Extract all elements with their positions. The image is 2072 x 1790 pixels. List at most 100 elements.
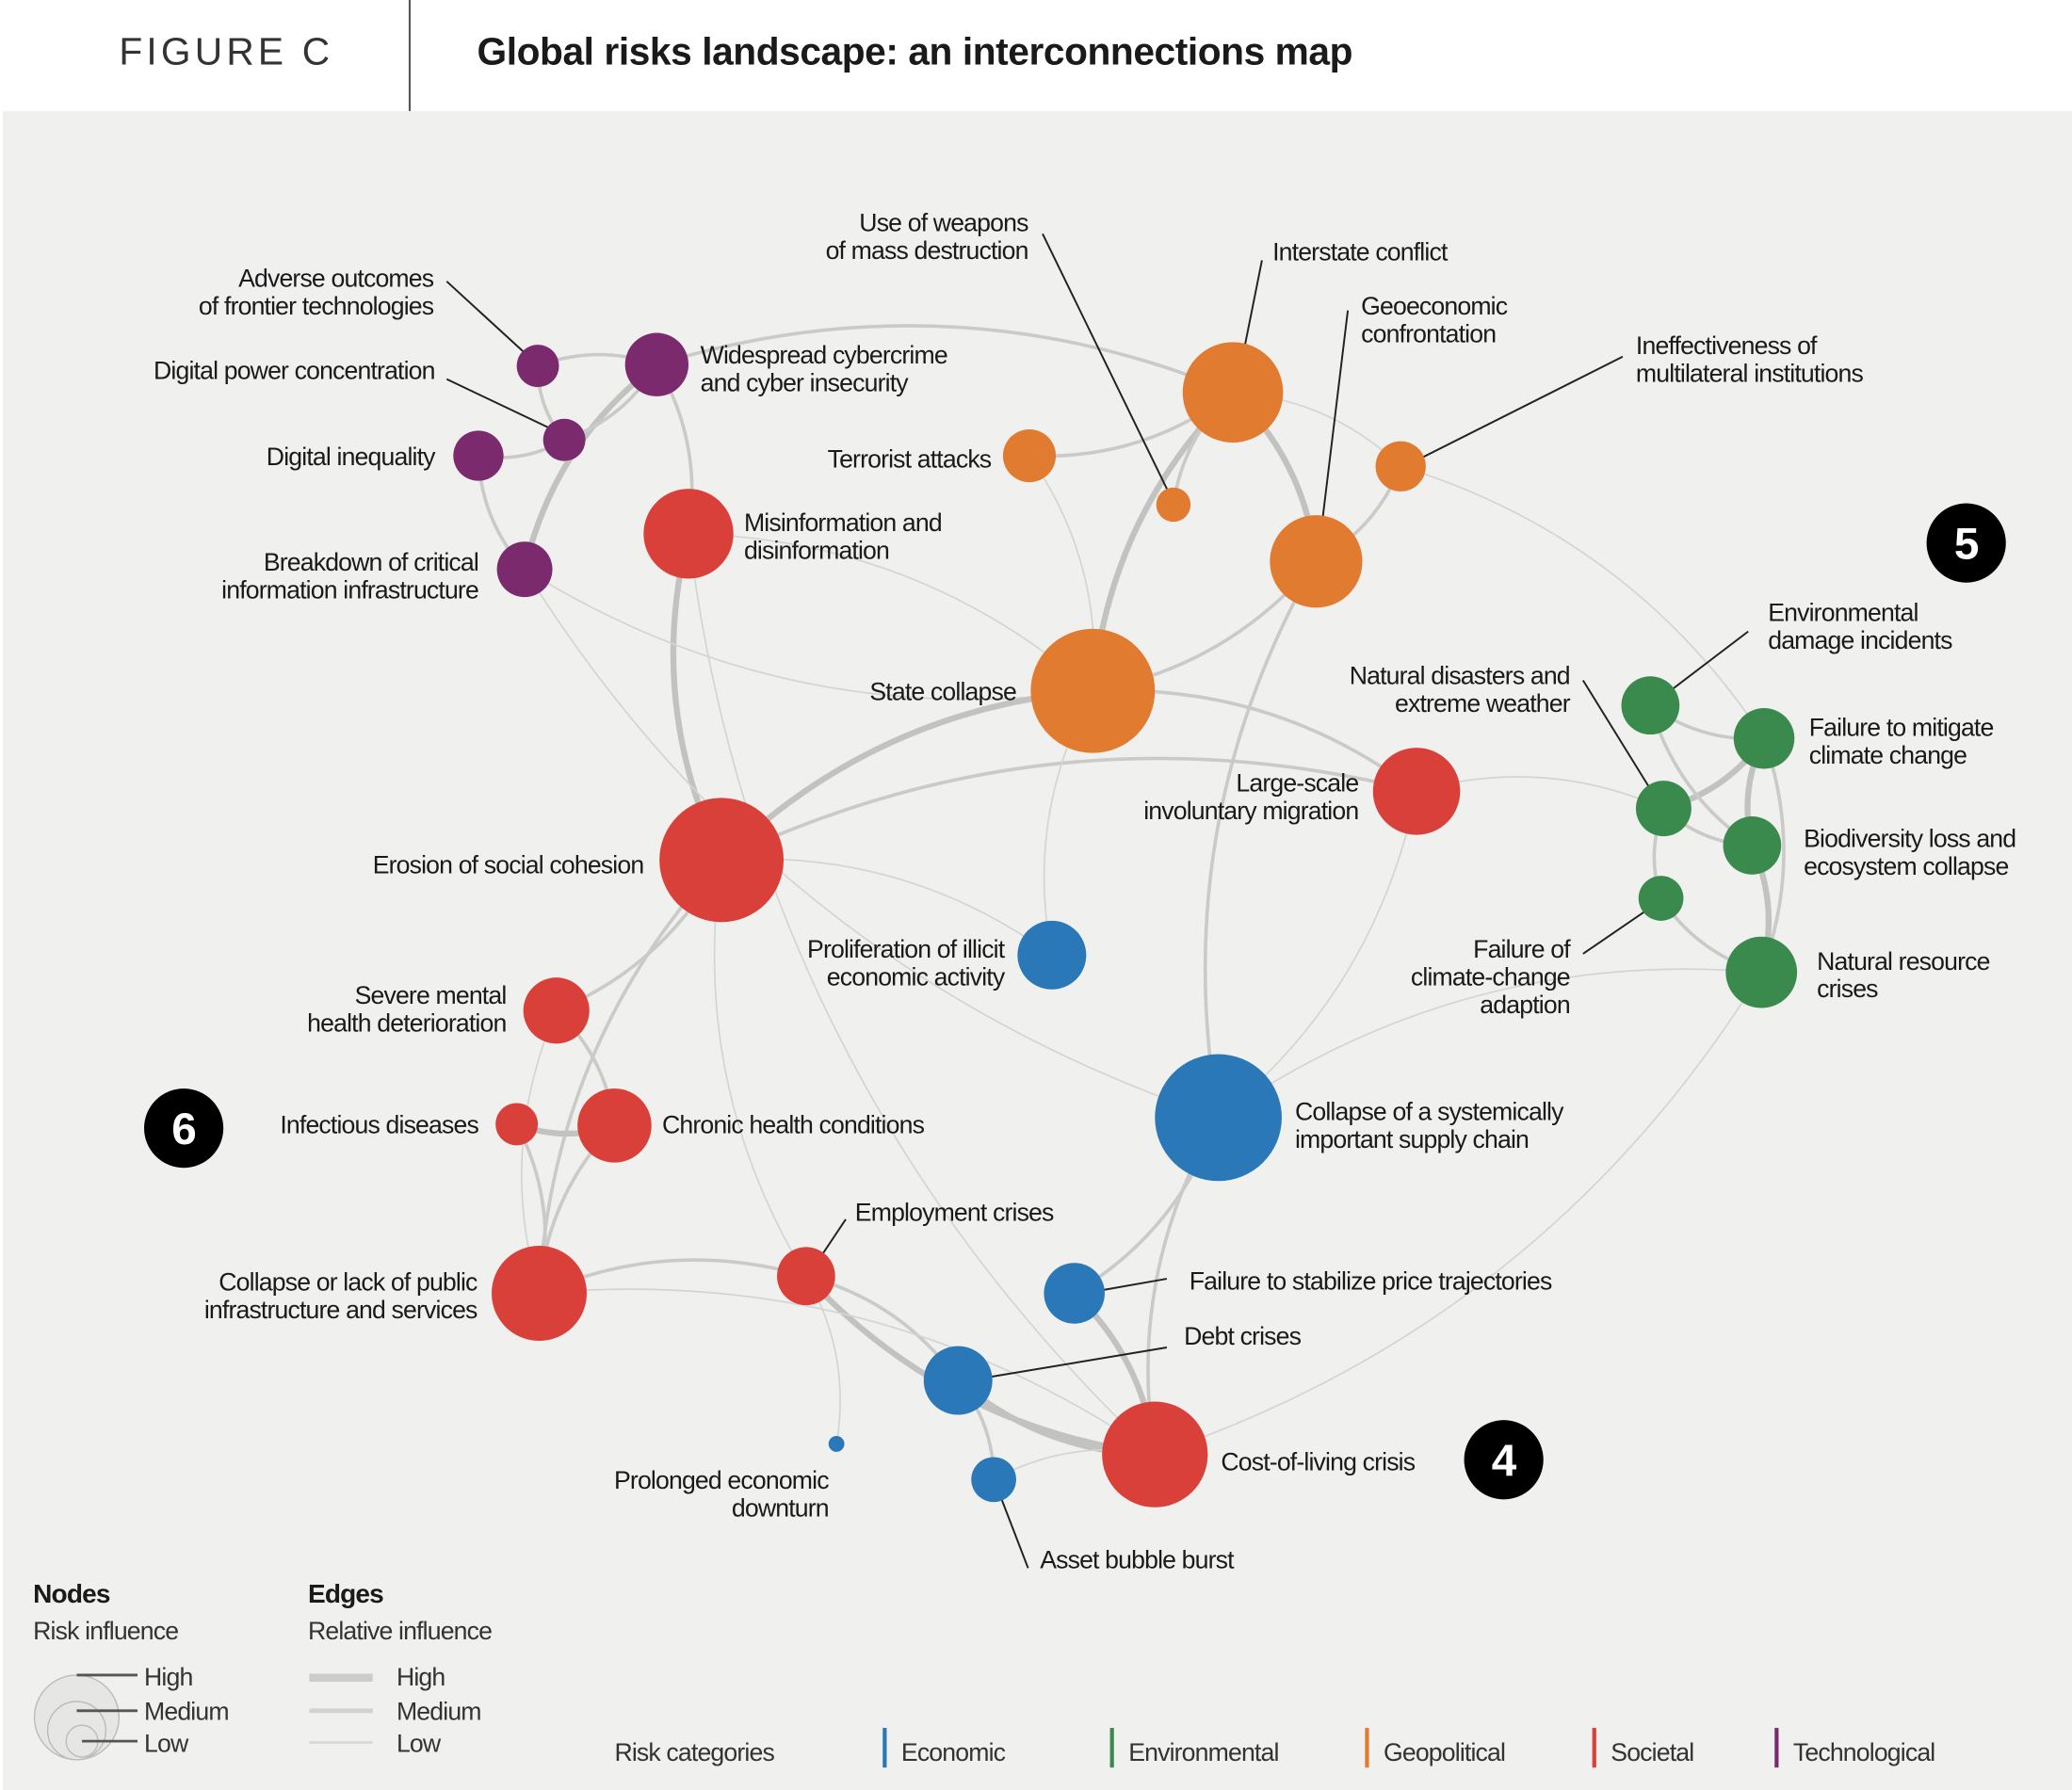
node-cyber[interactable] — [624, 332, 689, 396]
node-label-line: damage incidents — [1768, 626, 1952, 654]
node-label-line: Widespread cybercrime — [701, 341, 947, 369]
node-natres[interactable] — [1725, 936, 1798, 1008]
node-diginequality[interactable] — [453, 430, 504, 481]
node-label-line: disinformation — [744, 536, 889, 564]
badge-5 — [1926, 503, 2006, 583]
node-interstate[interactable] — [1182, 342, 1284, 443]
legend-nodes-title: Nodes — [33, 1579, 110, 1608]
node-breakdown[interactable] — [496, 541, 553, 598]
node-label-line: Breakdown of critical — [264, 548, 478, 576]
node-publicinfra[interactable] — [491, 1245, 587, 1341]
edge-misinfo-costofliving — [688, 533, 1156, 1456]
node-label-line: Employment crises — [855, 1198, 1054, 1226]
node-geoeconomic[interactable] — [1270, 515, 1363, 608]
badge-4-number: 4 — [1492, 1436, 1517, 1486]
node-label-employment: Employment crises — [855, 1198, 1054, 1226]
node-label-line: Use of weapons — [859, 209, 1028, 237]
node-biodiversity[interactable] — [1723, 816, 1782, 875]
node-digpower[interactable] — [542, 418, 586, 461]
node-label-line: Terrorist attacks — [828, 445, 992, 474]
node-label-line: Interstate conflict — [1272, 237, 1449, 266]
node-price[interactable] — [1044, 1263, 1105, 1324]
node-label-line: Collapse of a systemically — [1295, 1098, 1564, 1126]
node-chronic[interactable] — [577, 1089, 652, 1163]
badge-6-number: 6 — [171, 1105, 196, 1154]
node-wmd[interactable] — [1156, 487, 1191, 523]
node-statecollapse[interactable] — [1030, 628, 1156, 753]
node-illicit[interactable] — [1017, 920, 1087, 990]
node-adaptation[interactable] — [1638, 876, 1684, 921]
legend: Nodes Risk influence High Medium Low Edg… — [33, 1579, 1935, 1768]
node-label-line: Digital inequality — [267, 443, 436, 471]
edge-cyber-interstate — [656, 324, 1234, 395]
node-costofliving[interactable] — [1102, 1401, 1208, 1508]
node-label-costofliving: Cost-of-living crisis — [1221, 1447, 1415, 1476]
node-label-line: Large-scale — [1236, 768, 1358, 797]
legend-societal-label: Societal — [1611, 1738, 1693, 1766]
node-mitigate[interactable] — [1733, 707, 1795, 769]
node-label-line: Environmental — [1768, 598, 1918, 626]
node-natdisasters[interactable] — [1635, 781, 1692, 837]
node-label-digpower: Digital power concentration — [154, 357, 435, 385]
node-mental[interactable] — [523, 977, 590, 1044]
node-infectious[interactable] — [495, 1103, 539, 1146]
legend-technological-label: Technological — [1793, 1738, 1935, 1766]
figure-title: Global risks landscape: an interconnecti… — [478, 30, 1353, 73]
node-label-line: climate change — [1809, 741, 1967, 769]
node-erosion[interactable] — [659, 798, 785, 923]
node-label-interstate: Interstate conflict — [1272, 237, 1449, 266]
node-misinfo[interactable] — [643, 489, 734, 579]
node-label-line: Digital power concentration — [154, 357, 435, 385]
node-prolonged[interactable] — [828, 1436, 845, 1452]
node-label-line: extreme weather — [1395, 689, 1571, 718]
legend-node-low-label: Low — [144, 1729, 189, 1757]
node-adverse[interactable] — [516, 345, 559, 388]
node-label-line: of frontier technologies — [199, 292, 434, 320]
node-ineffective[interactable] — [1375, 441, 1426, 492]
node-supplychain[interactable] — [1155, 1054, 1282, 1182]
node-label-chronic: Chronic health conditions — [662, 1111, 925, 1139]
node-debt[interactable] — [923, 1346, 993, 1415]
nodes-layer — [453, 332, 1798, 1508]
node-label-line: downturn — [732, 1494, 829, 1523]
node-envdamage[interactable] — [1621, 676, 1680, 735]
node-label-statecollapse: State collapse — [869, 678, 1016, 706]
node-terrorist[interactable] — [1002, 428, 1057, 483]
node-label-line: Cost-of-living crisis — [1221, 1447, 1415, 1476]
node-label-line: Failure to stabilize price trajectories — [1190, 1266, 1552, 1295]
node-label-line: Prolonged economic — [614, 1466, 829, 1494]
node-label-line: Asset bubble burst — [1040, 1545, 1235, 1573]
node-label-line: adaption — [1480, 991, 1570, 1019]
node-label-line: crises — [1817, 975, 1878, 1003]
node-label-line: Severe mental — [355, 981, 507, 1009]
legend-categories-title: Risk categories — [614, 1738, 774, 1766]
node-label-line: Failure to mitigate — [1809, 713, 1994, 741]
badges-layer: 564 — [144, 503, 2006, 1500]
node-employment[interactable] — [777, 1247, 835, 1306]
leader-line-debt — [960, 1347, 1168, 1383]
leader-line-adverse — [445, 281, 527, 355]
legend-economic-label: Economic — [901, 1738, 1006, 1766]
node-migration[interactable] — [1372, 748, 1461, 835]
node-asset[interactable] — [971, 1457, 1016, 1503]
legend-edge-medium-label: Medium — [397, 1698, 481, 1726]
node-label-debt: Debt crises — [1184, 1322, 1302, 1350]
node-label-line: Natural resource — [1817, 947, 1989, 976]
node-label-line: involuntary migration — [1143, 797, 1358, 825]
node-label-line: climate-change — [1411, 963, 1570, 992]
node-label-line: Misinformation and — [744, 508, 942, 537]
figure-label: FIGURE C — [119, 30, 333, 73]
node-label-line: important supply chain — [1295, 1125, 1529, 1153]
